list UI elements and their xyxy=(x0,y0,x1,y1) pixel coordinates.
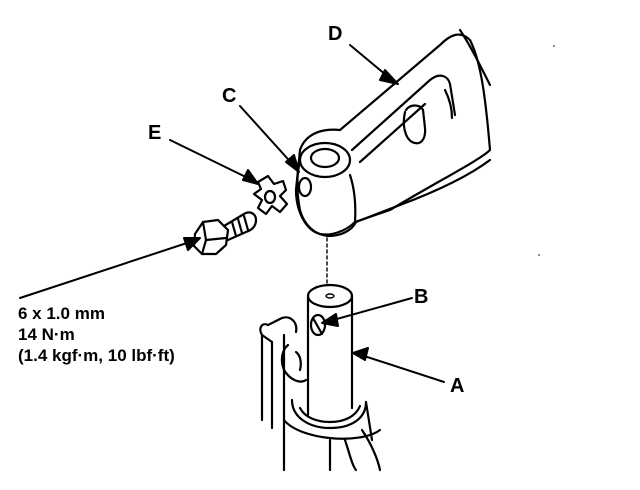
base-structure xyxy=(259,316,382,472)
callout-e: E xyxy=(148,122,162,144)
leader-lines xyxy=(19,44,445,383)
callout-b: B xyxy=(414,286,429,308)
shaft-a xyxy=(306,237,354,417)
callout-c: C xyxy=(222,85,237,107)
bolt-torque-nm: 14 N·m xyxy=(18,325,75,344)
bolt-torque-alt: (1.4 kgf·m, 10 lbf·ft) xyxy=(18,346,175,365)
bolt-size: 6 x 1.0 mm xyxy=(18,304,105,323)
bolt-spec: 6 x 1.0 mm 14 N·m (1.4 kgf·m, 10 lbf·ft) xyxy=(18,303,175,366)
callout-d: D xyxy=(328,23,343,45)
bolt xyxy=(192,211,258,256)
arm-d xyxy=(294,28,492,238)
clip-e xyxy=(252,174,289,216)
callout-a: A xyxy=(450,375,465,397)
